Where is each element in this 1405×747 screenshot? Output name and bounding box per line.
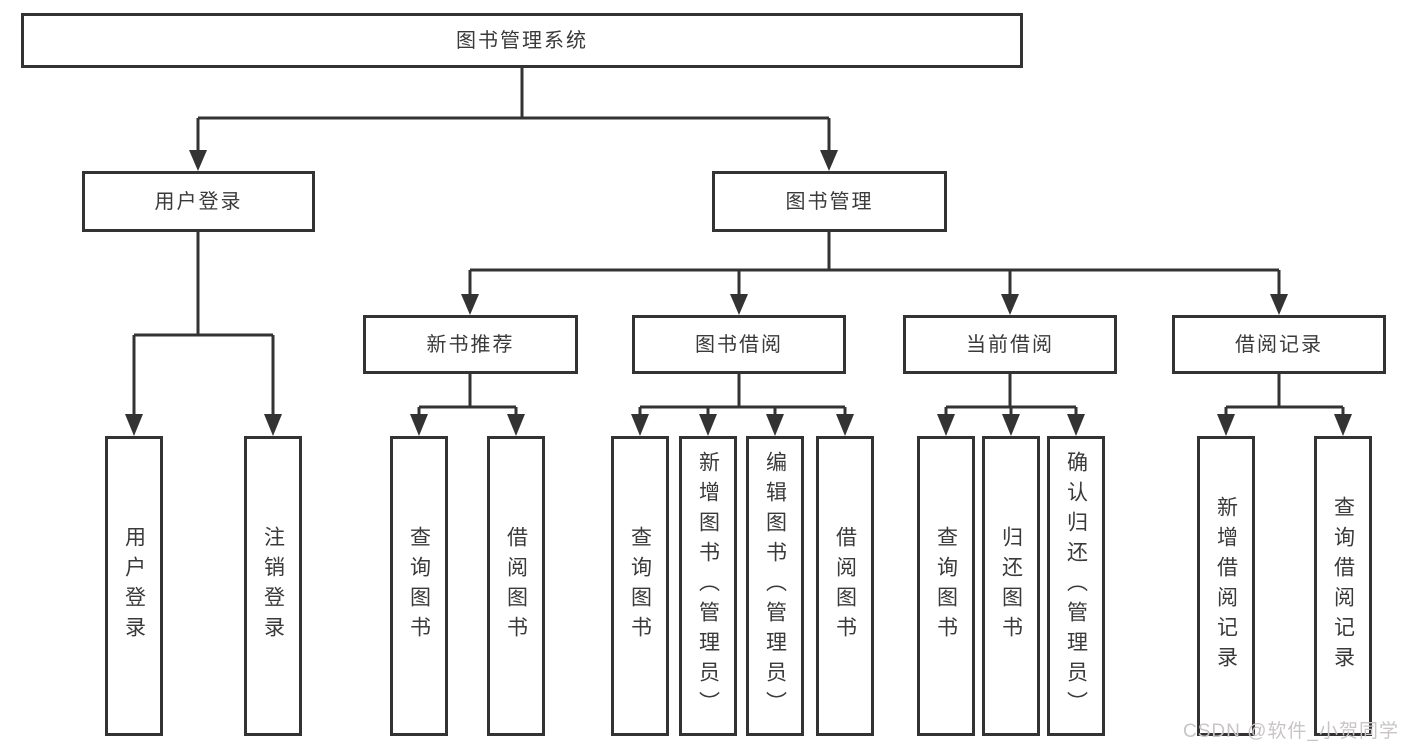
connector-current-to-leaves [944,374,1078,416]
leaf-query-books-borrowing: 查询图书 [611,436,669,736]
leaf-borrow-books-borrowing: 借阅图书 [816,436,874,736]
csdn-watermark: CSDN @软件_小贺同学 [1183,721,1399,742]
node-book-management: 图书管理 [712,171,947,232]
node-book-borrowing: 图书借阅 [632,315,846,374]
arrowhead [264,414,282,436]
arrowhead [125,414,143,436]
arrowhead [1217,414,1235,436]
arrowhead [730,294,748,315]
arrowhead [766,414,784,436]
arrowhead [189,150,207,171]
arrowhead [461,294,479,315]
arrowhead [1067,414,1085,436]
arrowhead [1334,414,1352,436]
leaf-user-login: 用户登录 [105,436,163,736]
node-current-borrowing: 当前借阅 [903,315,1117,374]
arrowhead [1002,414,1020,436]
leaf-add-borrow-record: 新增借阅记录 [1197,436,1255,736]
arrowhead [1270,294,1288,315]
connector-borrowing-to-leaves [638,374,847,416]
leaf-borrow-books-recommend: 借阅图书 [487,436,545,736]
arrowhead [699,414,717,436]
arrowhead [836,414,854,436]
leaf-edit-books-admin: 编辑图书（管理员） [746,436,804,736]
leaf-confirm-return-admin: 确认归还（管理员） [1047,436,1105,736]
node-borrowing-records: 借阅记录 [1172,315,1386,374]
connector-newbooks-to-leaves [417,374,518,416]
node-book-management-system: 图书管理系统 [21,13,1023,68]
arrowhead [507,414,525,436]
arrowhead [410,414,428,436]
leaf-add-books-admin: 新增图书（管理员） [679,436,737,736]
leaf-logout: 注销登录 [244,436,302,736]
leaf-query-books-current: 查询图书 [917,436,975,736]
node-user-login: 用户登录 [82,171,315,232]
arrowhead [631,414,649,436]
connector-root-to-level1 [196,68,831,152]
leaf-query-books-recommend: 查询图书 [390,436,448,736]
node-new-book-recommendation: 新书推荐 [363,315,578,374]
connector-bookmgmt-to-level2 [468,232,1281,296]
leaf-return-books: 归还图书 [982,436,1040,736]
connector-userlogin-to-leaves [132,232,275,416]
arrowhead [820,150,838,171]
arrowhead [1001,294,1019,315]
arrowhead [937,414,955,436]
connector-records-to-leaves [1224,374,1345,416]
leaf-query-borrow-record: 查询借阅记录 [1314,436,1372,736]
